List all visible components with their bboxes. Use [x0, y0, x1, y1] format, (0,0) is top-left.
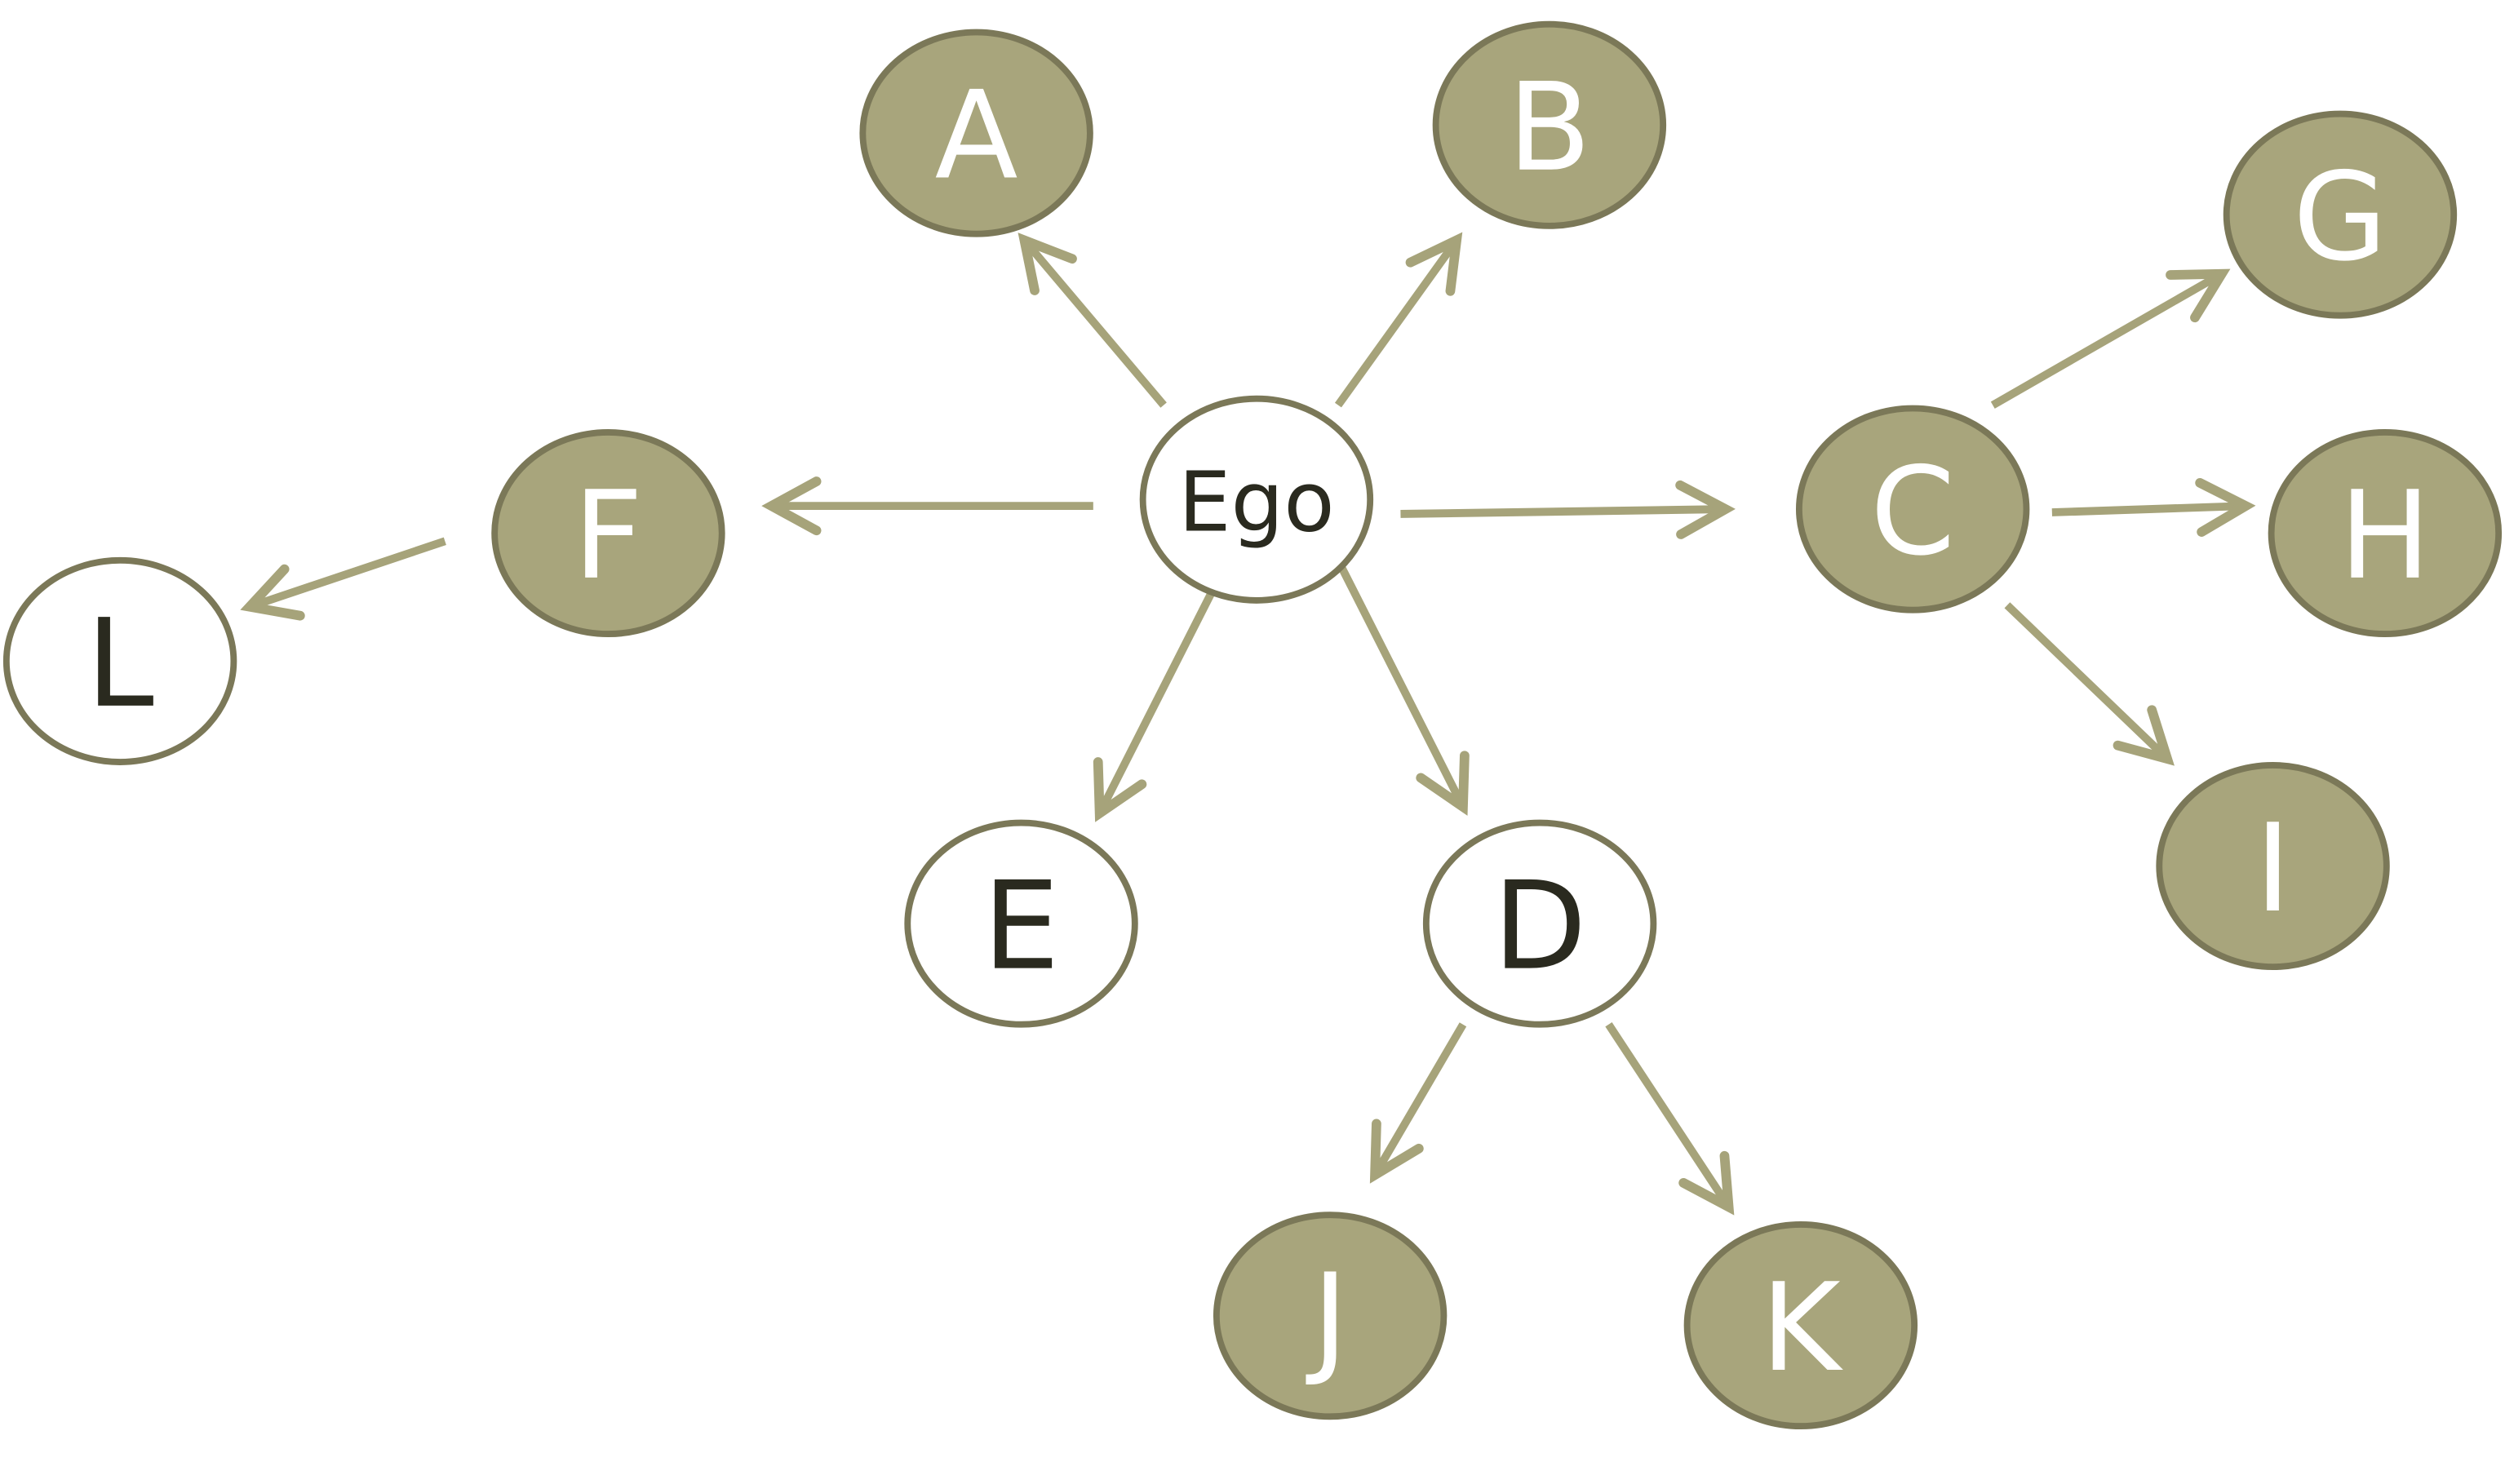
- node-label: K: [1761, 1258, 1843, 1399]
- arrowhead-icon: [1369, 1119, 1424, 1184]
- node-k[interactable]: K: [1683, 1221, 1918, 1430]
- node-ellipse: [904, 819, 1138, 1028]
- node-d[interactable]: D: [1422, 819, 1657, 1028]
- arrowhead-icon: [2113, 705, 2175, 766]
- arrowhead-icon: [2195, 478, 2256, 537]
- arrowhead-icon: [1018, 233, 1077, 295]
- node-l[interactable]: L: [2, 556, 237, 765]
- edge-line: [1096, 584, 1219, 816]
- edge-line: [248, 537, 446, 611]
- edge-d-j: [1369, 1022, 1467, 1184]
- node-ellipse: [1422, 819, 1657, 1028]
- arrowhead-icon: [1416, 751, 1470, 816]
- edge-line: [1337, 565, 1467, 809]
- arrowhead-icon: [761, 476, 822, 536]
- node-j[interactable]: J: [1213, 1212, 1448, 1420]
- edge-ego-d: [1337, 565, 1470, 816]
- node-label: H: [2339, 466, 2431, 607]
- edges: [240, 232, 2256, 1216]
- arrowhead-icon: [2166, 268, 2231, 323]
- node-label: C: [1870, 442, 1955, 583]
- arrowhead-icon: [1093, 757, 1147, 822]
- nodes: Ego A B C D E F G H I J K L: [2, 20, 2503, 1430]
- edge-line: [1605, 1022, 1732, 1210]
- node-label: B: [1508, 58, 1591, 199]
- edge-c-g: [1990, 268, 2231, 409]
- node-label: L: [86, 594, 154, 735]
- edge-ego-e: [1093, 584, 1219, 822]
- node-ellipse: [2223, 110, 2458, 319]
- edge-line: [1371, 1022, 1467, 1177]
- node-label: G: [2293, 148, 2388, 289]
- edge-line: [1334, 237, 1461, 408]
- arrowhead-icon: [1405, 232, 1463, 296]
- node-ellipse: [2268, 428, 2503, 638]
- edge-ego-f: [761, 476, 1093, 536]
- node-ellipse: [1213, 1212, 1448, 1420]
- edge-ego-b: [1334, 232, 1463, 408]
- node-c[interactable]: C: [1795, 405, 2030, 614]
- node-ellipse: [1795, 405, 2030, 614]
- node-ellipse: [1432, 20, 1667, 229]
- node-g[interactable]: G: [2223, 110, 2458, 319]
- node-label: Ego: [1178, 454, 1335, 552]
- arrowhead-icon: [240, 564, 305, 621]
- node-label: D: [1493, 857, 1587, 998]
- edge-d-k: [1605, 1022, 1735, 1216]
- arrowhead-icon: [1678, 1150, 1735, 1216]
- node-label: I: [2255, 799, 2291, 940]
- node-label: J: [1306, 1248, 1348, 1389]
- node-label: E: [982, 857, 1059, 998]
- edge-line: [1990, 270, 2224, 409]
- edge-line: [1021, 237, 1167, 408]
- edge-f-l: [240, 537, 446, 621]
- node-h[interactable]: H: [2268, 428, 2503, 638]
- node-a[interactable]: A: [859, 29, 1093, 237]
- node-ego[interactable]: Ego: [1139, 395, 1374, 604]
- node-ellipse: [1139, 395, 1374, 604]
- edge-line: [2051, 502, 2246, 516]
- node-ellipse: [491, 428, 725, 638]
- node-e[interactable]: E: [904, 819, 1138, 1028]
- node-ellipse: [859, 29, 1093, 237]
- node-ellipse: [2, 556, 237, 765]
- node-ellipse: [1683, 1221, 1918, 1430]
- edge-ego-a: [1018, 233, 1167, 408]
- arrowhead-icon: [1675, 480, 1736, 539]
- edge-ego-c: [1400, 480, 1736, 539]
- node-b[interactable]: B: [1432, 20, 1667, 229]
- edge-line: [2004, 602, 2170, 762]
- node-i[interactable]: I: [2156, 762, 2390, 971]
- node-ellipse: [2156, 762, 2390, 971]
- edge-c-i: [2004, 602, 2175, 766]
- node-label: A: [935, 66, 1018, 207]
- node-label: F: [574, 466, 644, 607]
- edge-c-h: [2051, 478, 2256, 537]
- node-f[interactable]: F: [491, 428, 725, 638]
- edge-line: [1400, 505, 1726, 518]
